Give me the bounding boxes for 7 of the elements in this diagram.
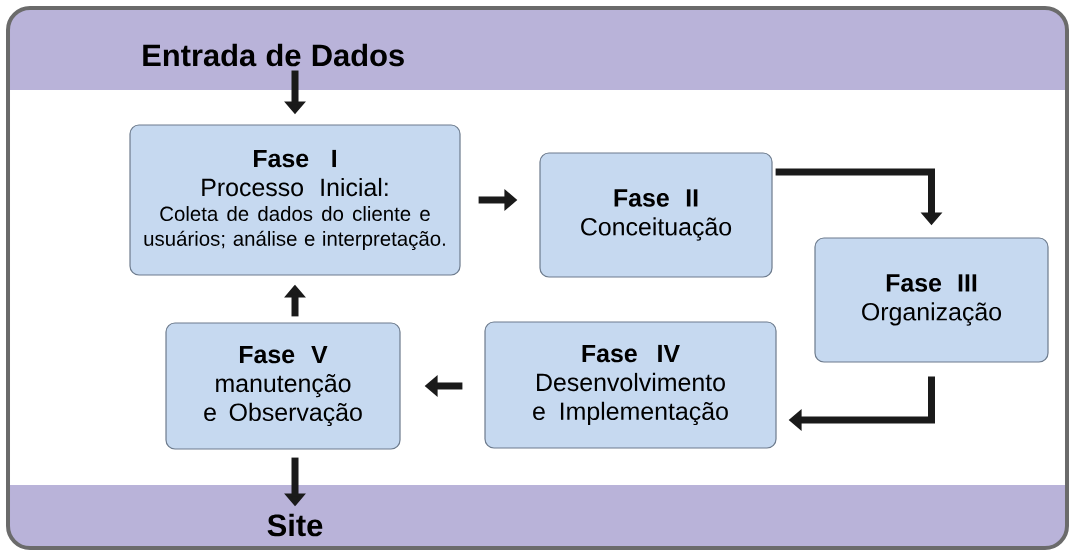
process-box: Fase III Organização bbox=[814, 237, 1049, 363]
band: Site bbox=[8, 485, 1067, 548]
band: Entrada de Dados bbox=[8, 8, 1067, 90]
process-box: Fase II Conceituação bbox=[539, 152, 773, 278]
process-box: Fase I Processo Inicial: Coleta de dados do cliente e usuários; análise e interpretação. bbox=[129, 124, 461, 276]
process-box: Fase IV Desenvolvimento e Implementação bbox=[484, 321, 777, 449]
process-box: Fase V manutenção e Observação bbox=[165, 322, 401, 450]
